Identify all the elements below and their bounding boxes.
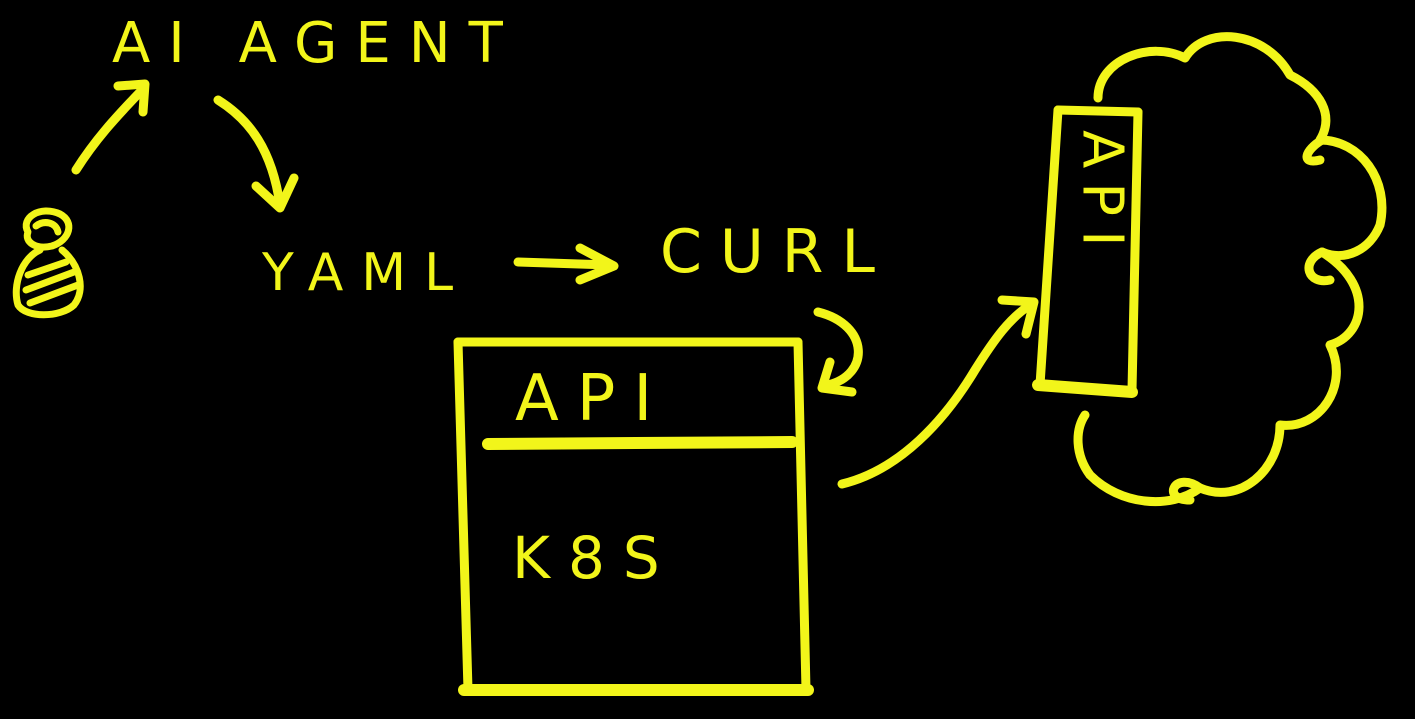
api-k8s-box: [453, 337, 814, 696]
k8s-label: K8S: [512, 524, 678, 592]
arrow-yaml-to-curl: [513, 243, 619, 285]
arrow-curl-to-api-box: [813, 307, 863, 397]
user-figure-icon: [12, 207, 84, 319]
arrow-box-to-cloud-api: [837, 295, 1039, 489]
arrow-agent-to-yaml: [213, 95, 299, 213]
api-box-header-label: API: [515, 362, 670, 436]
cloud-api-label-a: API: [1070, 130, 1135, 261]
agent-label: AI AGENT: [112, 11, 521, 76]
cloud-api-box: [1032, 105, 1143, 398]
yaml-label: YAML: [261, 243, 471, 303]
curl-label: CURL: [660, 217, 893, 287]
arrow-user-to-agent: [71, 79, 150, 175]
cloud-icon: [1073, 32, 1387, 507]
